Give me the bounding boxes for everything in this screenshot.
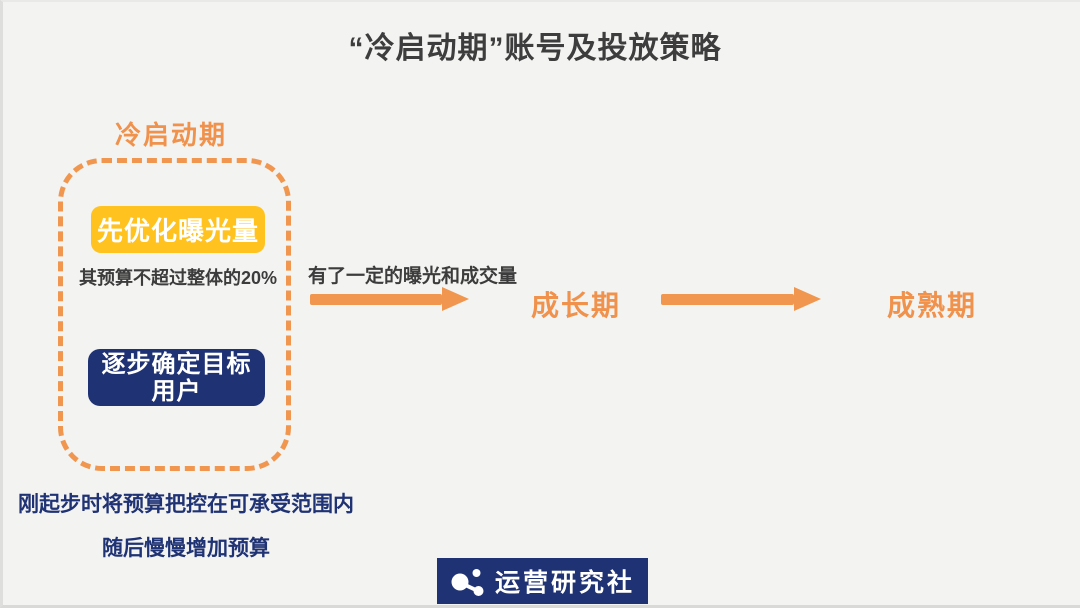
brand-logo-text: 运营研究社 <box>494 569 635 597</box>
target-users-label-line1: 逐步确定目标 <box>101 350 252 378</box>
share-molecule-icon <box>451 569 484 596</box>
cold-start-stage-label: 冷启动期 <box>115 120 228 150</box>
growth-stage-label: 成长期 <box>531 290 622 321</box>
arrow1-caption: 有了一定的曝光和成交量 <box>308 266 518 287</box>
budget-limit-note: 其预算不超过整体的20% <box>78 268 278 288</box>
arrow-head <box>794 287 821 311</box>
arrow-shaft <box>310 293 442 305</box>
arrow-head <box>442 287 469 311</box>
footnote-line1: 刚起步时将预算把控在可承受范围内 <box>18 493 354 516</box>
arrow-shaft <box>661 293 794 305</box>
cold-start-dashed-box <box>58 158 291 471</box>
mature-stage-label: 成熟期 <box>887 290 978 321</box>
footnote: 刚起步时将预算把控在可承受范围内 随后慢慢增加预算 <box>3 488 369 562</box>
brand-logo: 运营研究社 <box>437 558 648 604</box>
target-users-label-line2: 用户 <box>151 377 202 405</box>
arrow-right-icon <box>310 287 469 311</box>
footnote-line2: 随后慢慢增加预算 <box>102 537 270 560</box>
optimize-exposure-box: 先优化曝光量 <box>91 206 265 253</box>
page-title: “冷启动期”账号及投放策略 <box>348 32 722 65</box>
target-users-box: 逐步确定目标 用户 <box>88 349 265 406</box>
arrow-right-icon <box>661 287 821 311</box>
optimize-exposure-label: 先优化曝光量 <box>96 216 259 246</box>
